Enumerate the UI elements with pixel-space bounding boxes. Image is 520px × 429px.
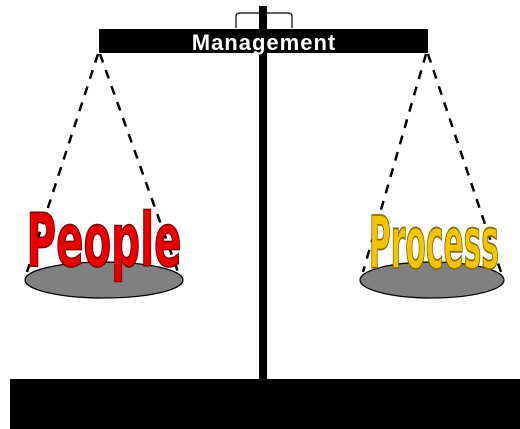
left-pan [24,261,184,299]
process-label: Process [369,201,499,286]
left-string-outer [25,53,100,273]
management-beam [99,29,428,53]
scale-base [10,379,520,429]
center-pole [259,6,267,384]
right-string-inner [361,53,428,273]
beam-label: Management [192,30,336,55]
people-label: People [26,199,181,284]
right-pan [359,261,505,299]
left-string-inner [98,53,180,273]
right-string-outer [426,53,503,273]
